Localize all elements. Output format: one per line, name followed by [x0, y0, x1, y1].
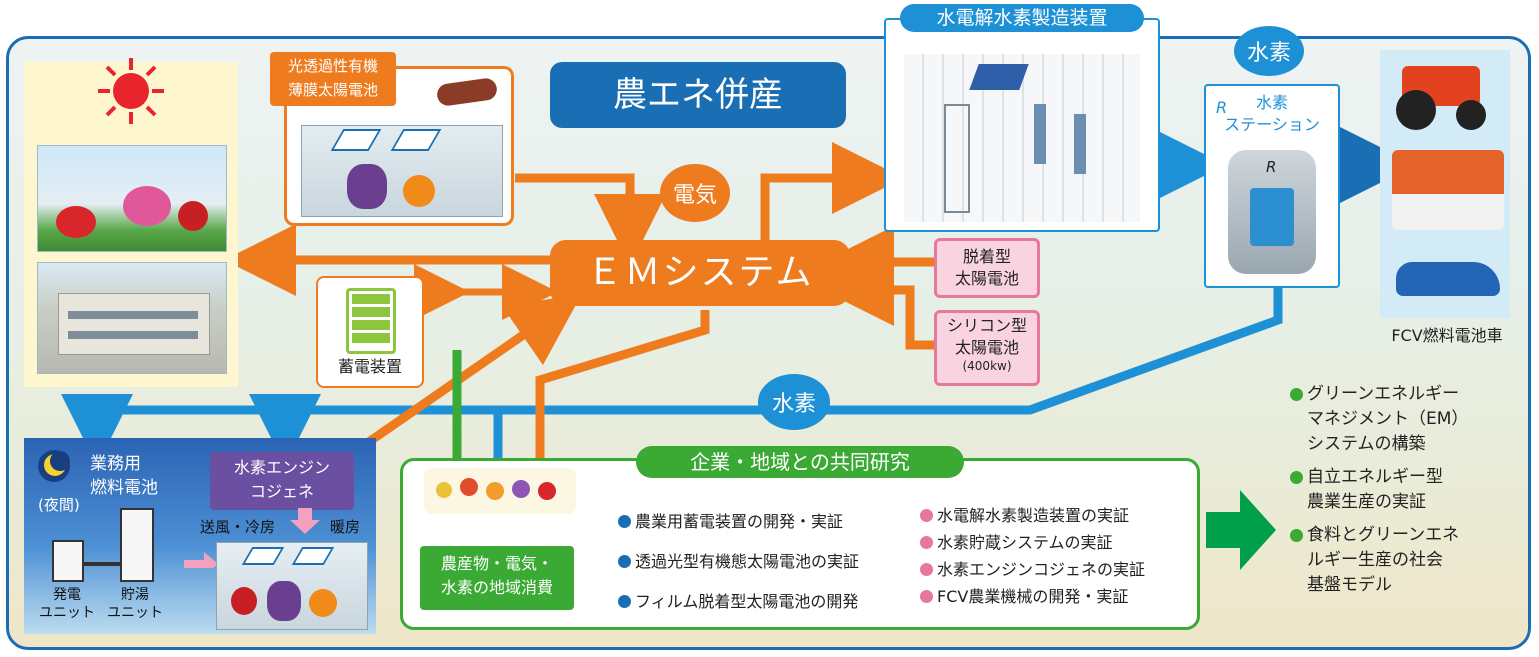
- pink-research-list: 水電解水素製造装置の実証 水素貯蔵システムの実証 水素エンジンコジェネの実証 F…: [920, 502, 1145, 610]
- silicon-capacity: (400kw): [962, 359, 1012, 373]
- hydrogen-engine-box: 水素エンジン コジェネ: [210, 452, 354, 510]
- building-photo: [37, 262, 227, 374]
- fuelcell-title: 業務用 燃料電池: [90, 454, 158, 498]
- research-item-blue: 農業用蓄電装置の開発・実証: [618, 502, 859, 542]
- film-sample: [435, 76, 499, 108]
- generator-unit: [52, 540, 84, 582]
- dispenser-logo: R: [1266, 158, 1277, 176]
- electrolysis-title: 水電解水素製造装置: [900, 4, 1144, 32]
- hydrogen-badge-middle: 水素: [758, 374, 830, 430]
- research-item-blue: 透過光型有機態太陽電池の実証: [618, 542, 859, 582]
- research-item-pink: 水素貯蔵システムの実証: [920, 529, 1145, 556]
- joint-research-title: 企業・地域との共同研究: [636, 446, 964, 478]
- hydrogen-station-box: 水素 ステーション R R: [1204, 84, 1340, 288]
- organic-solar-label: 光透過性有機 薄膜太陽電池: [270, 52, 396, 106]
- tractor-image: [1392, 60, 1500, 130]
- greenhouse-small: [216, 542, 368, 630]
- night-label: (夜間): [38, 496, 80, 514]
- goals-list: グリーンエネルギー マネジメント（EM） システムの構築 自立エネルギー型 農業…: [1290, 382, 1530, 598]
- pink-arrows: [184, 508, 320, 568]
- organic-solar-box: [284, 66, 514, 226]
- fcv-label: FCV燃料電池車: [1391, 326, 1503, 345]
- greenhouse-photo: [37, 145, 227, 252]
- silicon-solar-box: シリコン型 太陽電池 (400kw): [934, 310, 1040, 386]
- sun-icon: [96, 56, 166, 126]
- research-item-pink: 水電解水素製造装置の実証: [920, 502, 1145, 529]
- fc-bus-image: [1392, 150, 1504, 230]
- local-consumption-box: 農産物・電気・ 水素の地域消費: [420, 546, 574, 610]
- electrolysis-diagram: [904, 54, 1140, 222]
- heating-label: 暖房: [330, 518, 361, 536]
- em-system-box: ＥＭシステム: [550, 240, 850, 306]
- moon-icon: [38, 450, 70, 482]
- research-item-blue: フィルム脱着型太陽電池の開発: [618, 582, 859, 622]
- battery-icon: [346, 288, 396, 354]
- silicon-solar-label: シリコン型 太陽電池: [946, 316, 1027, 357]
- blue-research-list: 農業用蓄電装置の開発・実証 透過光型有機態太陽電池の実証 フィルム脱着型太陽電池…: [618, 502, 859, 622]
- grape-icon: [347, 164, 387, 209]
- station-logo: R: [1216, 98, 1228, 117]
- electrolysis-box: [884, 18, 1160, 232]
- detachable-solar-box: 脱着型 太陽電池: [934, 238, 1040, 298]
- electricity-badge: 電気: [660, 164, 730, 222]
- storage-label: 蓄電装置: [337, 357, 402, 376]
- hydrogen-dispenser: R: [1228, 150, 1316, 274]
- goal-item: 自立エネルギー型 農業生産の実証: [1290, 465, 1530, 515]
- cooling-label: 送風・冷房: [200, 518, 276, 536]
- research-item-pink: 水素エンジンコジェネの実証: [920, 556, 1145, 583]
- produce-image: [424, 468, 576, 514]
- goal-item: グリーンエネルギー マネジメント（EM） システムの構築: [1290, 382, 1530, 457]
- station-label: 水素 ステーション: [1224, 93, 1320, 134]
- goal-item: 食料とグリーンエネ ルギー生産の社会 基盤モデル: [1290, 523, 1530, 598]
- hot-unit-label: 貯湯 ユニット: [107, 587, 163, 621]
- fuelcell-panel: (夜間) 業務用 燃料電池 発電 ユニット 貯湯 ユニット 水素エンジン コジェ…: [24, 438, 376, 634]
- hydrogen-badge-top: 水素: [1234, 26, 1304, 76]
- storage-box: 蓄電装置: [316, 276, 424, 388]
- page-title: 農エネ併産: [550, 62, 846, 128]
- persimmon-icon: [403, 175, 435, 207]
- research-item-pink: FCV農業機械の開発・実証: [920, 583, 1145, 610]
- gen-unit-label: 発電 ユニット: [39, 587, 95, 621]
- result-arrow-icon: [1206, 490, 1276, 570]
- fcv-car-image: [1392, 246, 1504, 306]
- hot-water-unit: [120, 508, 154, 582]
